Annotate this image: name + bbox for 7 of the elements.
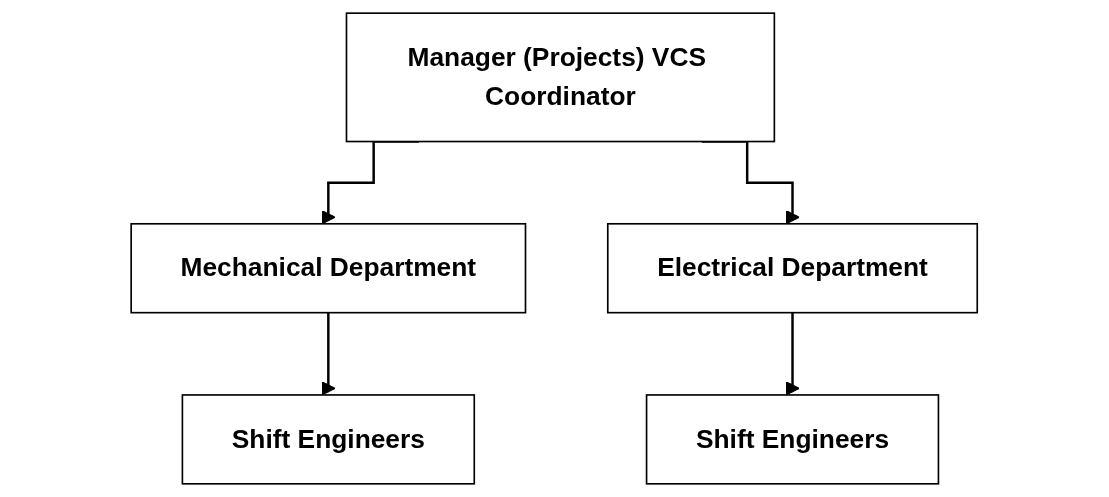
arrow	[321, 311, 336, 396]
node-box: Electrical Department	[607, 223, 979, 314]
arrow	[785, 311, 801, 396]
node-box: Manager (Projects) VCS Coordinator	[345, 12, 776, 143]
node-box: Shift Engineers	[646, 394, 940, 485]
node-box: Mechanical Department	[130, 223, 527, 314]
node-box: Shift Engineers	[181, 394, 476, 485]
